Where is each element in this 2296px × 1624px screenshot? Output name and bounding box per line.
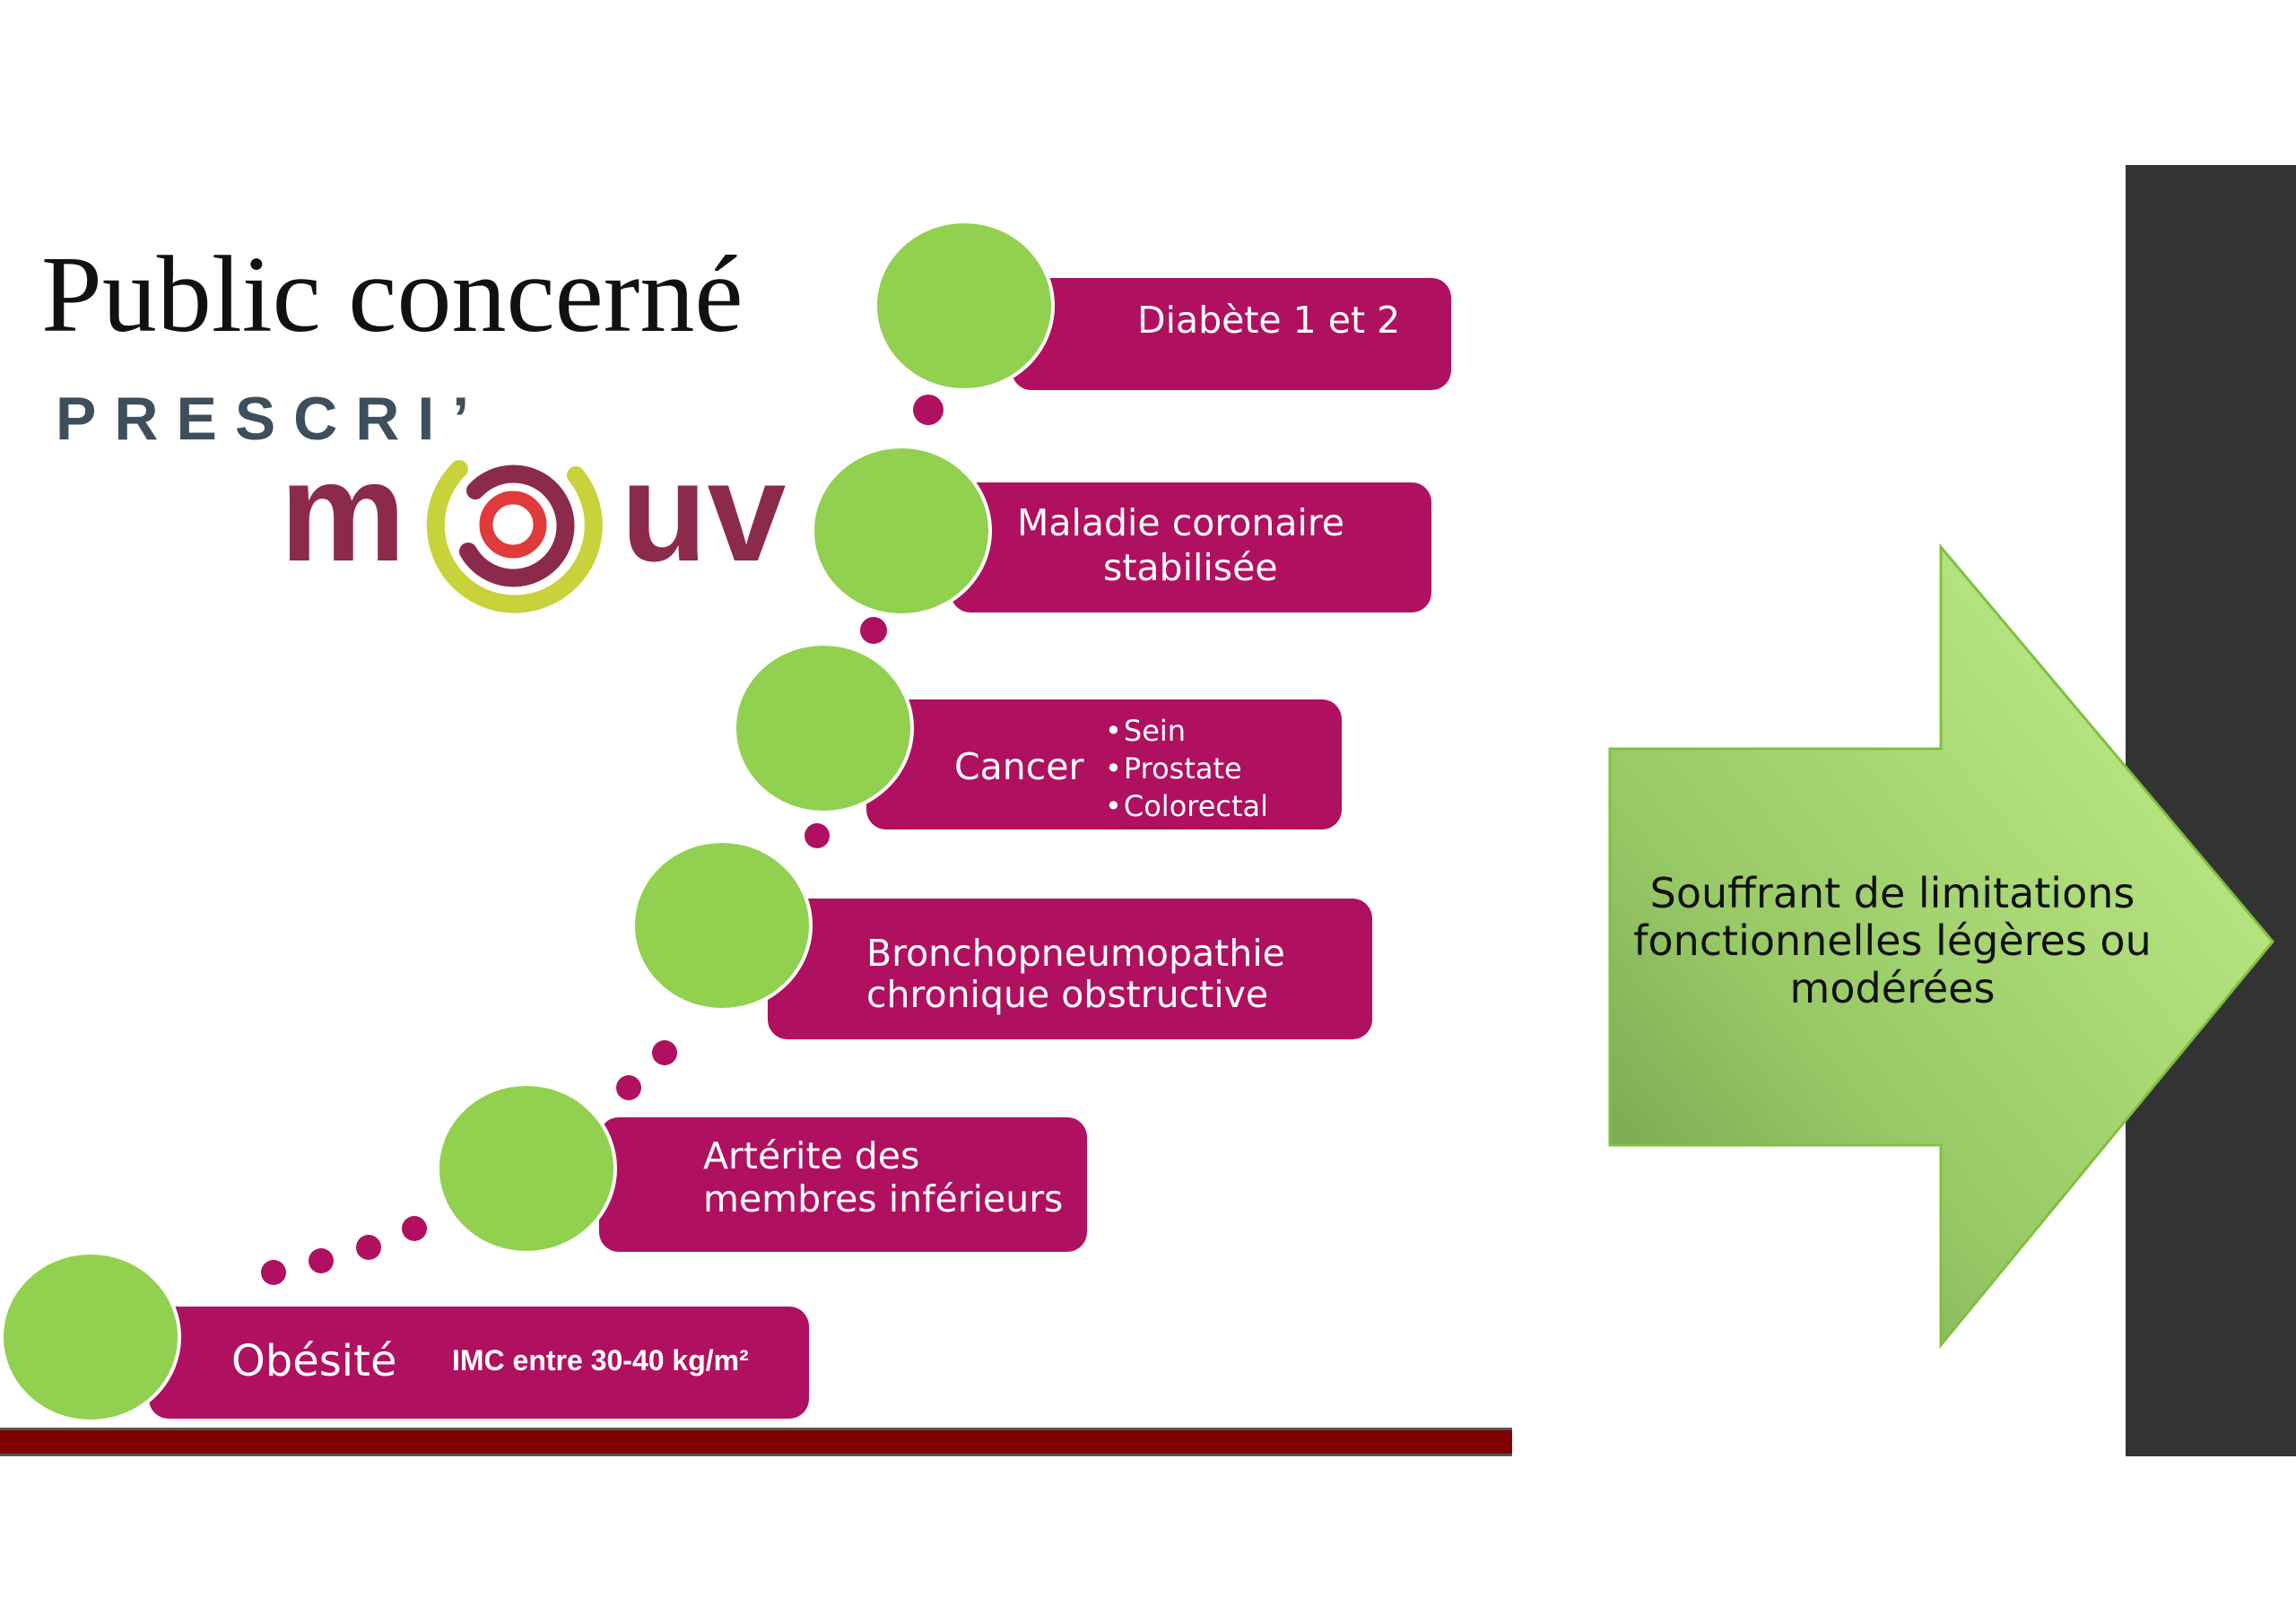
arrow-text-line2: fonctionnelles légères ou (1633, 916, 2152, 965)
step-box-coronaire: Maladie coronaire stabilisée (951, 482, 1431, 612)
step-sublabel-obesite: IMC entre 30-40 kg/m² (452, 1344, 749, 1376)
right-arrow-shape (1608, 543, 2274, 1350)
arrow-text: Souffrant de limitations fonctionnelles … (1605, 870, 2179, 1012)
step-label-obesite: Obésité (231, 1336, 397, 1386)
step-box-diabete: Diabète 1 et 2 (1012, 278, 1451, 390)
step-label-arterite-line2: membres inférieurs (703, 1177, 1064, 1220)
connector-dot (860, 617, 887, 644)
connector-dot (356, 1235, 381, 1260)
step-circle-obesite (0, 1251, 181, 1423)
baseline-bar (0, 1428, 1512, 1456)
step-label-bpco-line2: chronique obstructive (866, 973, 1269, 1016)
cancer-bullet-list: Sein Prostate Colorectal (1105, 712, 1268, 826)
step-circle-bpco (631, 839, 813, 1012)
cancer-bullet-item: Colorectal (1105, 787, 1268, 825)
step-circle-arterite (436, 1082, 617, 1255)
step-label-coronaire-line2: stabilisée (1103, 546, 1278, 589)
step-circle-diabete (874, 220, 1055, 392)
step-label-coronaire-line1: Maladie coronaire (1017, 501, 1345, 544)
step-box-cancer: Cancer Sein Prostate Colorectal (866, 699, 1342, 829)
connector-dot (261, 1260, 286, 1285)
step-circle-coronaire (811, 445, 992, 617)
step-label-cancer: Cancer (954, 745, 1084, 788)
step-box-obesite: Obésité IMC entre 30-40 kg/m² (149, 1307, 809, 1419)
logo-target-icon (426, 460, 603, 613)
step-box-bpco: Bronchopneumopathie chronique obstructiv… (768, 899, 1372, 1039)
page-title: Public concerné (41, 234, 744, 355)
cancer-bullet-item: Prostate (1105, 750, 1268, 787)
step-label-bpco-line1: Bronchopneumopathie (866, 932, 1285, 975)
step-box-arterite: Artérite des membres inférieurs (599, 1117, 1087, 1252)
connector-dot (616, 1075, 641, 1100)
arrow-text-line1: Souffrant de limitations (1649, 869, 2135, 917)
connector-dot (402, 1216, 427, 1241)
arrow-text-line3: modérées (1789, 963, 1996, 1012)
logo-text-uv: uv (621, 433, 787, 591)
step-label-arterite-line1: Artérite des (703, 1134, 920, 1177)
logo-text-m: m (280, 433, 406, 591)
connector-dot (309, 1248, 334, 1273)
connector-dot (804, 823, 830, 848)
step-label-diabete: Diabète 1 et 2 (1137, 299, 1401, 342)
cancer-bullet-item: Sein (1105, 712, 1268, 750)
logo-text-prescri: PRESCRI’ (56, 385, 488, 453)
connector-dot (913, 395, 944, 425)
connector-dot (652, 1040, 677, 1065)
step-circle-cancer (733, 642, 914, 814)
